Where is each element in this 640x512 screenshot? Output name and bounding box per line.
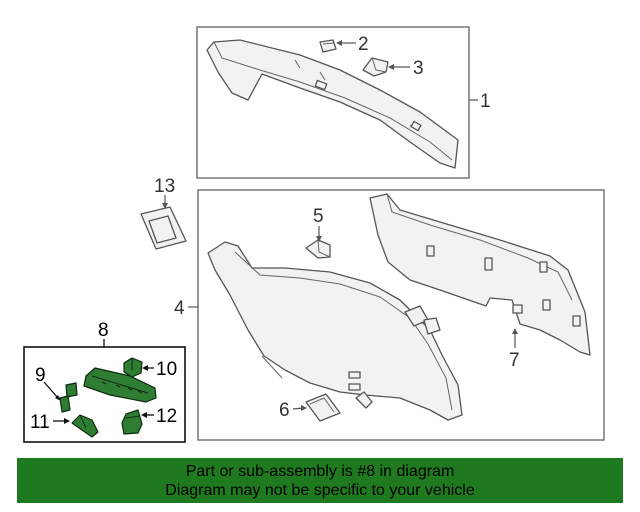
info-banner: Part or sub-assembly is #8 in diagram Di… — [17, 458, 623, 503]
part-1-frame — [196, 26, 470, 179]
parts-diagram: 1 2 3 4 5 6 7 13 8 9 10 11 12 — [23, 26, 605, 443]
callout-6: 6 — [279, 400, 290, 421]
callout-2: 2 — [358, 34, 369, 55]
part-1-upper-trim — [206, 39, 459, 169]
callout-12: 12 — [156, 406, 177, 427]
part-11-bracket — [71, 414, 99, 438]
part-5-clip — [305, 239, 331, 259]
part-3-clip — [362, 57, 389, 77]
callout-5: 5 — [313, 206, 324, 227]
callout-13: 13 — [154, 176, 175, 197]
part-6-cover — [305, 393, 341, 422]
part-7-inner-panel — [369, 193, 591, 356]
part-8-latch-handle — [83, 367, 157, 403]
callout-7: 7 — [509, 350, 520, 371]
callout-11: 11 — [30, 412, 50, 433]
callout-4: 4 — [174, 298, 185, 319]
leader-lines — [43, 40, 518, 424]
part-13-plate — [140, 206, 187, 250]
part-9-bolt — [59, 382, 78, 413]
part-2-clip — [319, 39, 337, 53]
callout-3: 3 — [413, 58, 424, 79]
callout-8: 8 — [98, 320, 109, 341]
part-12-connector — [121, 409, 143, 435]
part-4-frame — [197, 189, 605, 441]
part-4-trim-panel — [207, 241, 463, 421]
part-10-switch — [123, 357, 143, 378]
banner-line-2: Diagram may not be specific to your vehi… — [165, 482, 475, 499]
banner-line-1: Part or sub-assembly is #8 in diagram — [185, 463, 455, 480]
callout-9: 9 — [35, 365, 46, 386]
callout-1: 1 — [480, 91, 491, 112]
callout-10: 10 — [156, 359, 177, 380]
